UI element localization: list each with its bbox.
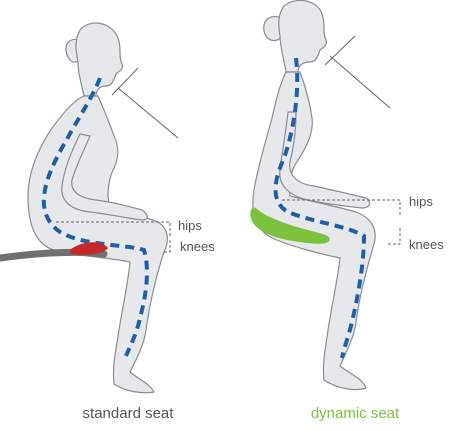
standard-seat-figure [0, 22, 179, 394]
neck-angle-line [324, 35, 356, 66]
spine-line [41, 77, 149, 357]
hips-bracket [282, 199, 401, 216]
pressure-point [70, 242, 108, 255]
spine-line [273, 57, 367, 359]
head [75, 22, 123, 97]
right-hips-label: hips [409, 194, 433, 209]
ponytail [263, 16, 283, 42]
neck-angle-line [111, 67, 139, 96]
head-angle-line [117, 87, 179, 139]
hips-bracket [56, 221, 171, 238]
arm [279, 111, 371, 209]
knees-bracket [388, 228, 401, 245]
dynamic-seat [250, 207, 330, 244]
left-hips-label: hips [178, 218, 202, 233]
head-angle-line [329, 55, 391, 109]
arm [61, 133, 148, 221]
right-knees-label: knees [409, 237, 444, 252]
dynamic-seat-caption: dynamic seat [310, 405, 400, 422]
standard-seat-caption: standard seat [82, 405, 174, 422]
head [278, 0, 327, 73]
knees-bracket [162, 240, 171, 253]
dynamic-seat-figure [250, 0, 401, 391]
left-knees-label: knees [180, 239, 215, 254]
